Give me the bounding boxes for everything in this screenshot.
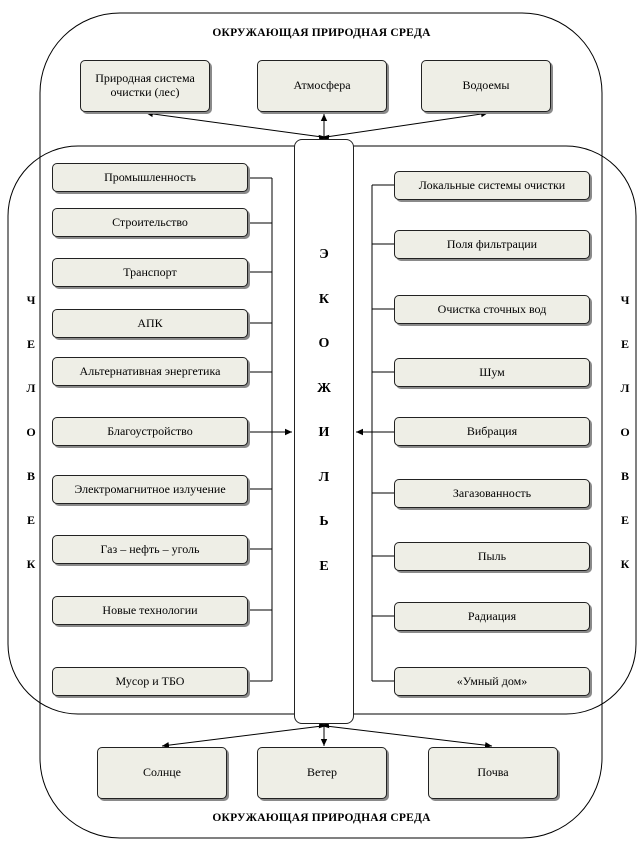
env-box-forest: Природная система очистки (лес) <box>80 60 210 112</box>
factor-box-landscaping: Благоустройство <box>52 417 248 446</box>
housing-letter: О <box>318 336 330 351</box>
arrow-forest <box>145 110 330 142</box>
factor-box-em-radiation: Электромагнитное излучение <box>52 475 248 504</box>
bottom-title: ОКРУЖАЮЩАЯ ПРИРОДНАЯ СРЕДА <box>212 812 431 824</box>
factor-box-noise: Шум <box>394 358 590 387</box>
human-letter: О <box>26 425 36 439</box>
factor-box-radiation: Радиация <box>394 602 590 631</box>
housing-letter: И <box>318 425 330 440</box>
environment-outer-frame <box>39 12 603 839</box>
env-box-atmosphere: Атмосфера <box>257 60 387 112</box>
factor-box-industry: Промышленность <box>52 163 248 192</box>
human-letter: Е <box>620 337 629 351</box>
factor-box-alt-energy: Альтернативная энергетика <box>52 357 248 386</box>
housing-letter: Е <box>319 558 329 574</box>
human-letter: Е <box>620 513 629 527</box>
factor-box-smart-home: «Умный дом» <box>394 667 590 696</box>
env-box-wind: Ветер <box>257 747 387 799</box>
housing-letter: К <box>318 291 330 307</box>
housing-letter: Л <box>318 469 330 485</box>
arrow-water <box>318 110 489 142</box>
factor-box-new-tech: Новые технологии <box>52 596 248 625</box>
factor-box-gas-oil-coal: Газ – нефть – уголь <box>52 535 248 564</box>
left-human-letters: Ч Е Л О В Е К <box>21 292 41 600</box>
housing-letters: Э К О Ж И Л Ь Е <box>294 245 354 601</box>
human-letter: Е <box>26 513 35 527</box>
human-letter: Ч <box>26 293 36 307</box>
housing-column <box>294 139 354 724</box>
human-letter: К <box>26 557 36 571</box>
housing-letter: Э <box>319 247 329 262</box>
left-ticks <box>249 177 272 682</box>
factor-box-waste: Мусор и ТБО <box>52 667 248 696</box>
arrow-sun <box>161 721 330 749</box>
env-box-water: Водоемы <box>421 60 551 112</box>
factor-box-vibration: Вибрация <box>394 417 590 446</box>
top-title: ОКРУЖАЮЩАЯ ПРИРОДНАЯ СРЕДА <box>212 27 431 39</box>
factor-box-construction: Строительство <box>52 208 248 237</box>
arrow-soil <box>318 721 493 749</box>
right-ticks <box>372 184 394 682</box>
factor-box-filtration-fields: Поля фильтрации <box>394 230 590 259</box>
env-box-soil: Почва <box>428 747 558 799</box>
human-letter: Л <box>620 381 630 395</box>
factor-box-transport: Транспорт <box>52 258 248 287</box>
factor-box-agro: АПК <box>52 309 248 338</box>
env-box-sun: Солнце <box>97 747 227 799</box>
factor-box-local-treatment: Локальные системы очистки <box>394 171 590 200</box>
human-letter: В <box>26 469 35 483</box>
housing-letter: Ь <box>319 514 329 529</box>
human-letter: Ч <box>620 293 630 307</box>
human-letter: О <box>620 425 630 439</box>
housing-letter: Ж <box>317 380 331 396</box>
human-letter: К <box>620 557 630 571</box>
factor-box-gas-pollution: Загазованность <box>394 479 590 508</box>
right-human-letters: Ч Е Л О В Е К <box>615 292 635 600</box>
human-letter: Е <box>26 337 35 351</box>
factor-box-dust: Пыль <box>394 542 590 571</box>
human-letter: В <box>620 469 629 483</box>
factor-box-wastewater: Очистка сточных вод <box>394 295 590 324</box>
human-letter: Л <box>26 381 36 395</box>
